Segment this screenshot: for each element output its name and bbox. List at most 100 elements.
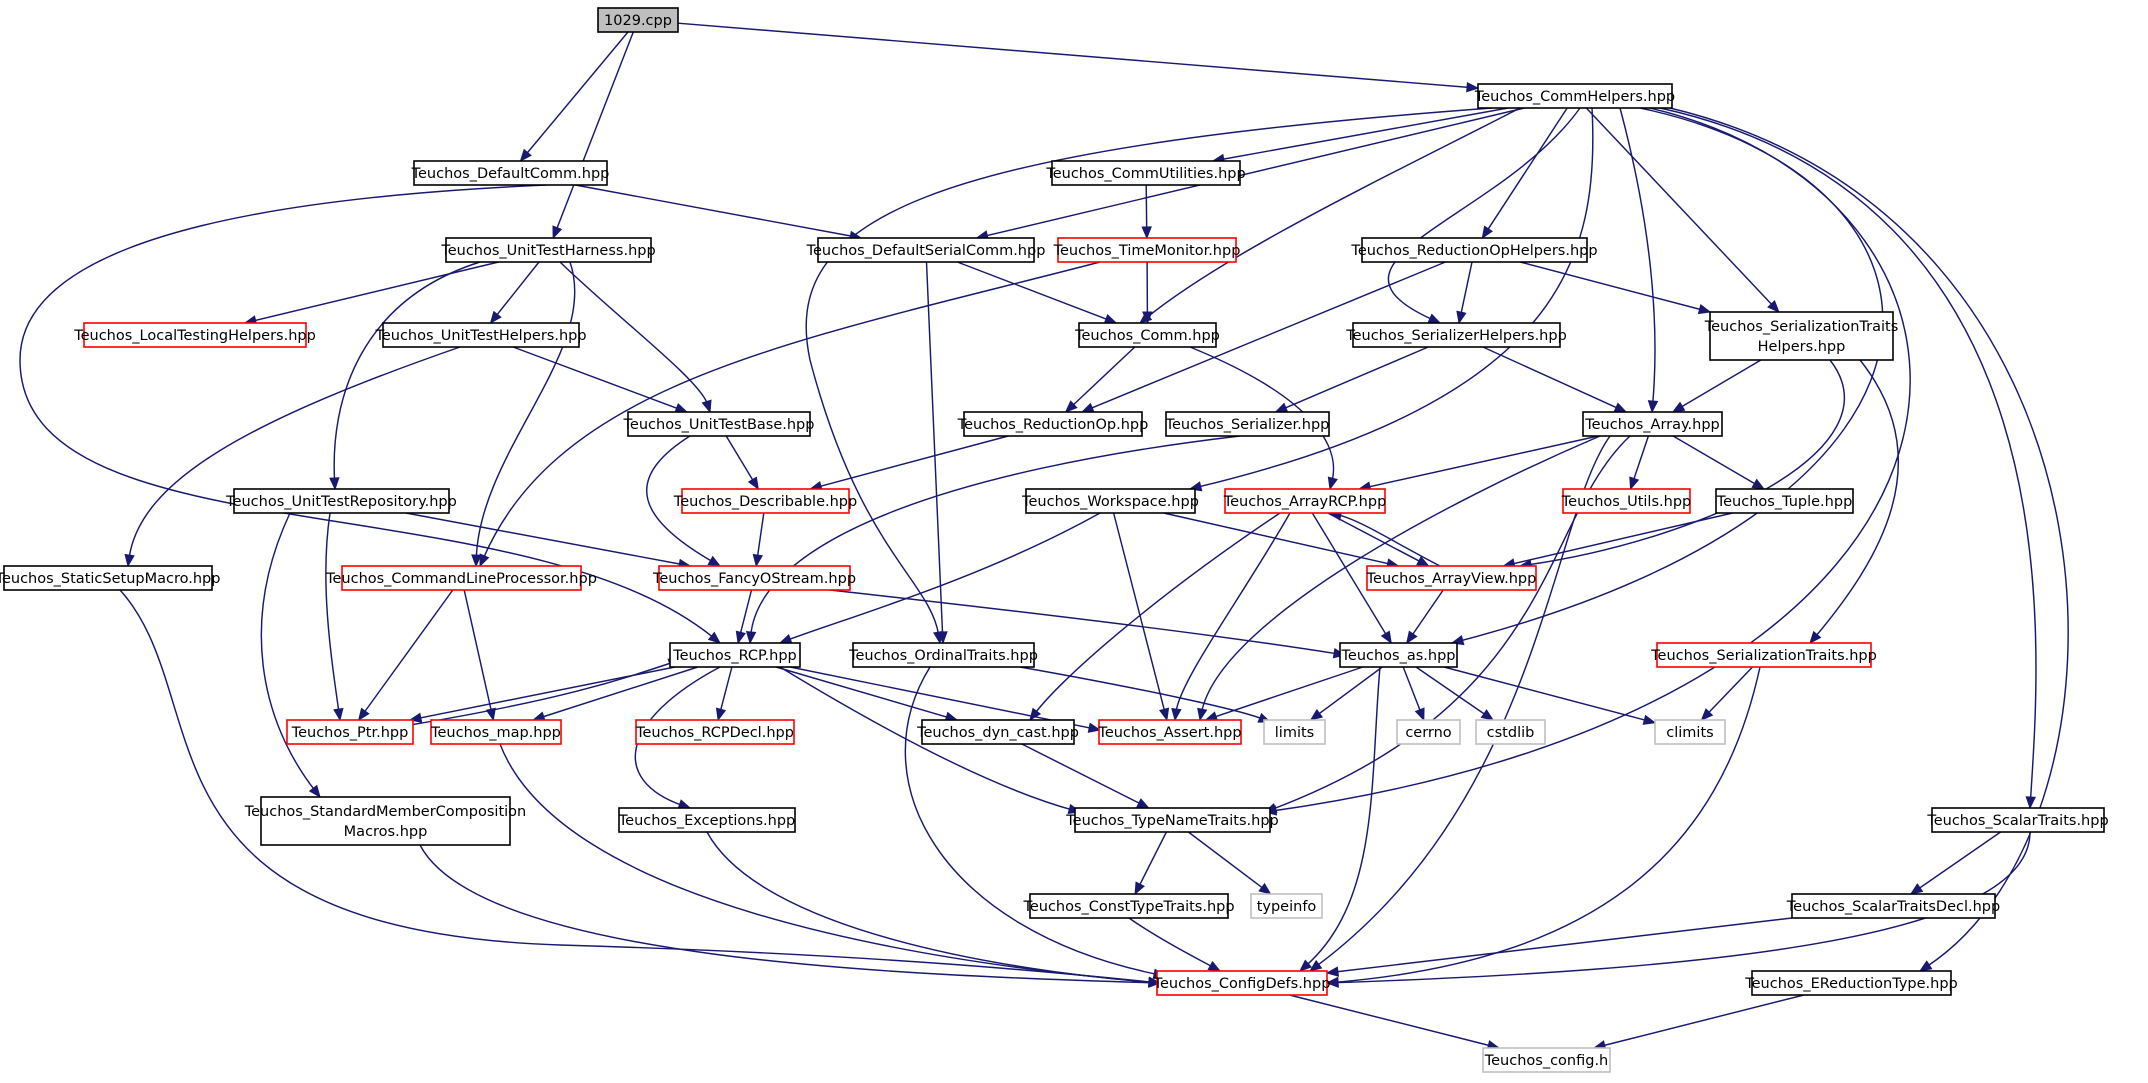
edge-reductionophelpers-to-reductionop xyxy=(1089,261,1446,410)
edge-scalartraitsdecl-to-configdefs-arrowhead xyxy=(1325,966,1340,977)
node-staticsetupmacro[interactable]: Teuchos_StaticSetupMacro.hpp xyxy=(0,565,220,591)
node-map[interactable]: Teuchos_map.hpp xyxy=(430,719,562,745)
node-exceptions[interactable]: Teuchos_Exceptions.hpp xyxy=(618,807,796,833)
node-rcp[interactable]: Teuchos_RCP.hpp xyxy=(669,642,801,668)
node-box xyxy=(658,565,851,591)
node-workspace[interactable]: Teuchos_Workspace.hpp xyxy=(1021,488,1199,514)
node-localtestinghelpers[interactable]: Teuchos_LocalTestingHelpers.hpp xyxy=(73,322,316,348)
node-label: Teuchos_map.hpp xyxy=(430,725,561,741)
node-commutilities[interactable]: Teuchos_CommUtilities.hpp xyxy=(1045,160,1246,186)
edge-describable-to-fancyostream xyxy=(756,512,765,559)
edge-commhelpers-to-ereductiontype-arrowhead xyxy=(1918,960,1933,972)
node-unittestharness[interactable]: Teuchos_UnitTestHarness.hpp xyxy=(440,237,656,263)
edge-commhelpers-to-workspace xyxy=(1197,107,1594,488)
node-consttypetraits[interactable]: Teuchos_ConstTypeTraits.hpp xyxy=(1022,893,1235,919)
node-utils[interactable]: Teuchos_Utils.hpp xyxy=(1561,488,1691,514)
edge-array-to-utils xyxy=(1632,435,1650,482)
node-ptr[interactable]: Teuchos_Ptr.hpp xyxy=(286,719,414,745)
edge-exceptions-to-configdefs-arrowhead xyxy=(1148,976,1162,988)
node-ereductiontype[interactable]: Teuchos_EReductionType.hpp xyxy=(1744,970,1958,996)
node-fancyostream[interactable]: Teuchos_FancyOStream.hpp xyxy=(652,565,856,591)
node-typenametraits[interactable]: Teuchos_TypeNameTraits.hpp xyxy=(1065,807,1279,833)
edge-commhelpers-to-comm xyxy=(1145,107,1521,319)
node-box xyxy=(669,642,801,668)
node-reductionophelpers[interactable]: Teuchos_ReductionOpHelpers.hpp xyxy=(1350,237,1598,263)
node-box xyxy=(1339,642,1458,668)
node-array[interactable]: Teuchos_Array.hpp xyxy=(1582,411,1723,437)
node-stdmembercomp[interactable]: Teuchos_StandardMemberCompositionMacros.… xyxy=(244,796,527,846)
edge-as-to-limits1 xyxy=(1316,666,1383,716)
node-cerrno[interactable]: cerrno xyxy=(1396,719,1461,745)
node-box xyxy=(1224,488,1386,514)
node-n1029[interactable]: 1029.cpp xyxy=(597,7,679,33)
edge-rcp-to-assert xyxy=(789,666,1093,730)
node-label: Teuchos_Workspace.hpp xyxy=(1021,494,1199,510)
node-box xyxy=(1352,322,1561,348)
edge-reductionophelpers-to-serializationtraitshelpers-arrowhead xyxy=(1697,304,1712,315)
edge-array-to-tuple-arrowhead xyxy=(1751,478,1766,490)
edge-dyncast-to-typenametraits-arrowhead xyxy=(1136,798,1150,809)
node-box xyxy=(1709,311,1894,361)
node-describable[interactable]: Teuchos_Describable.hpp xyxy=(673,488,857,514)
node-as[interactable]: Teuchos_as.hpp xyxy=(1339,642,1458,668)
node-defaultcomm[interactable]: Teuchos_DefaultComm.hpp xyxy=(411,160,610,186)
node-climits[interactable]: climits xyxy=(1654,719,1726,745)
edge-tuple-to-arrayview xyxy=(1511,512,1733,565)
node-limits1[interactable]: limits xyxy=(1263,719,1326,745)
node-unittestrepository[interactable]: Teuchos_UnitTestRepository.hpp xyxy=(225,488,457,514)
node-comm[interactable]: Teuchos_Comm.hpp xyxy=(1074,322,1220,348)
edge-dyncast-to-typenametraits xyxy=(1021,743,1142,806)
node-label: Teuchos_StandardMemberComposition xyxy=(244,804,527,820)
node-commandlineprocessor[interactable]: Teuchos_CommandLineProcessor.hpp xyxy=(325,565,597,591)
edge-array-to-configdefs-arrowhead xyxy=(1308,959,1323,972)
node-unittesthelpers[interactable]: Teuchos_UnitTestHelpers.hpp xyxy=(374,322,587,348)
node-arrayrcp[interactable]: Teuchos_ArrayRCP.hpp xyxy=(1223,488,1387,514)
node-label: Macros.hpp xyxy=(344,824,428,840)
node-cstdlib[interactable]: cstdlib xyxy=(1475,719,1546,745)
edge-workspace-to-assert xyxy=(1112,512,1166,713)
node-unittestbase[interactable]: Teuchos_UnitTestBase.hpp xyxy=(623,411,815,437)
edge-unittestharness-to-unittesthelpers xyxy=(494,261,540,318)
node-box xyxy=(233,488,450,514)
node-serializer[interactable]: Teuchos_Serializer.hpp xyxy=(1165,411,1330,437)
node-ordinaltraits[interactable]: Teuchos_OrdinalTraits.hpp xyxy=(848,642,1038,668)
edge-scalartraits-to-configdefs-arrowhead xyxy=(1325,977,1339,988)
edge-commhelpers-to-commutilities xyxy=(1220,107,1509,161)
node-box xyxy=(1482,1047,1611,1073)
node-label: Teuchos_ScalarTraits.hpp xyxy=(1926,813,2108,829)
node-box xyxy=(83,322,307,348)
node-serializationtraits[interactable]: Teuchos_SerializationTraits.hpp xyxy=(1650,642,1877,668)
node-dyncast[interactable]: Teuchos_dyn_cast.hpp xyxy=(916,719,1079,745)
node-tuple[interactable]: Teuchos_Tuple.hpp xyxy=(1715,488,1854,514)
node-config[interactable]: Teuchos_config.h xyxy=(1482,1047,1611,1073)
node-box xyxy=(1051,160,1241,186)
edge-staticsetupmacro-to-configdefs xyxy=(119,589,1153,983)
node-assert[interactable]: Teuchos_Assert.hpp xyxy=(1097,719,1242,745)
edge-unittestbase-to-describable-arrowhead xyxy=(747,476,759,491)
node-label: Teuchos_ReductionOp.hpp xyxy=(957,417,1149,433)
node-typeinfo[interactable]: typeinfo xyxy=(1250,893,1323,919)
node-timemonitor[interactable]: Teuchos_TimeMonitor.hpp xyxy=(1053,237,1241,263)
node-box xyxy=(1057,237,1237,263)
node-box xyxy=(852,642,1035,668)
node-commhelpers[interactable]: Teuchos_CommHelpers.hpp xyxy=(1474,83,1675,109)
edge-commhelpers-to-defaultserialcomm xyxy=(984,107,1525,237)
edge-ordinaltraits-to-configdefs xyxy=(904,666,1158,976)
node-box xyxy=(1931,807,2105,833)
node-rcpdecl[interactable]: Teuchos_RCPDecl.hpp xyxy=(635,719,795,745)
edge-as-to-cerrno xyxy=(1402,666,1422,713)
node-scalartraitsdecl[interactable]: Teuchos_ScalarTraitsDecl.hpp xyxy=(1786,893,2000,919)
edge-rcp-to-assert-arrowhead xyxy=(1087,722,1102,733)
node-scalartraits[interactable]: Teuchos_ScalarTraits.hpp xyxy=(1926,807,2109,833)
edge-scalartraitsdecl-to-configdefs xyxy=(1334,917,1793,973)
node-arrayview[interactable]: Teuchos_ArrayView.hpp xyxy=(1366,565,1537,591)
edge-unittestrepository-to-ptr-arrowhead xyxy=(333,707,344,722)
edge-commhelpers-to-serializationtraitshelpers xyxy=(1585,107,1774,307)
node-reductionop[interactable]: Teuchos_ReductionOp.hpp xyxy=(957,411,1149,437)
node-defaultserialcomm[interactable]: Teuchos_DefaultSerialComm.hpp xyxy=(806,237,1046,263)
node-label: Teuchos_SerializationTraits xyxy=(1704,319,1899,335)
node-serializerhelpers[interactable]: Teuchos_SerializerHelpers.hpp xyxy=(1345,322,1567,348)
node-configdefs[interactable]: Teuchos_ConfigDefs.hpp xyxy=(1153,970,1331,996)
edge-n1029-to-unittestharness xyxy=(555,31,634,231)
